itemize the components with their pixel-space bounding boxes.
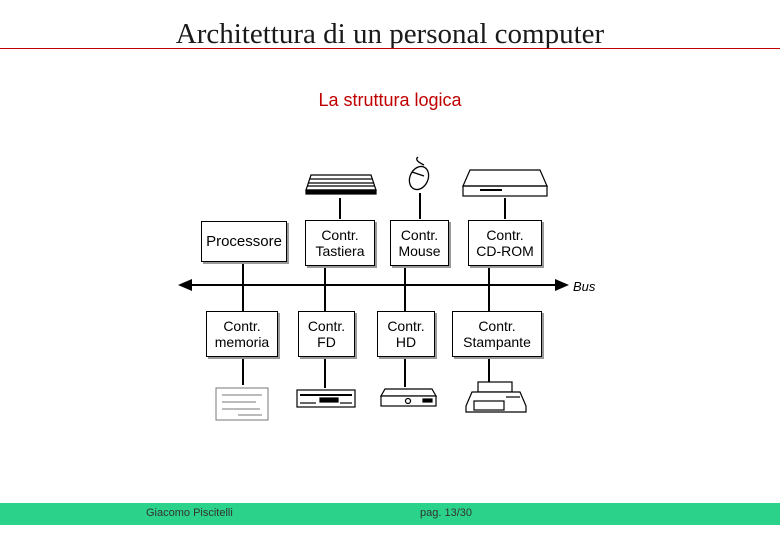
system-bus — [178, 279, 569, 291]
title-divider — [0, 48, 780, 49]
slide-subtitle: La struttura logica — [318, 90, 462, 110]
footer-author: Giacomo Piscitelli — [146, 507, 233, 519]
memory-controller-label-2: memoria — [214, 334, 270, 350]
printer-icon — [465, 381, 527, 413]
keyboard-controller-box: Contr. Tastiera — [305, 220, 375, 266]
hard-disk-icon — [379, 388, 438, 407]
fd-controller-label-2: FD — [317, 334, 336, 350]
floppy-drive-icon — [296, 389, 356, 408]
memory-controller-label-1: Contr. — [223, 318, 261, 334]
processor-box: Processore — [201, 221, 287, 262]
keyboard-controller-label-2: Tastiera — [315, 243, 365, 259]
mouse-controller-label-1: Contr. — [400, 227, 439, 243]
keyboard-icon — [305, 174, 377, 195]
printer-controller-label-1: Contr. — [478, 318, 516, 334]
footer-bar — [0, 503, 780, 525]
cdrom-controller-box: Contr. CD-ROM — [468, 220, 542, 266]
fd-controller-box: Contr. FD — [298, 311, 355, 357]
memory-controller-box: Contr. memoria — [206, 311, 278, 357]
mouse-controller-box: Contr. Mouse — [390, 220, 449, 266]
slide-title: Architettura di un personal computer — [175, 18, 605, 50]
cdrom-controller-label-2: CD-ROM — [476, 243, 534, 259]
bus-label: Bus — [573, 279, 596, 294]
footer-page-number: pag. 13/30 — [420, 507, 472, 519]
hd-controller-label-2: HD — [395, 334, 417, 350]
bus-arrow-right — [555, 279, 569, 291]
memory-chip-icon — [215, 387, 269, 421]
mouse-controller-label-2: Mouse — [398, 243, 441, 259]
cdrom-controller-label-1: Contr. — [486, 227, 524, 243]
cdrom-drive-icon — [462, 169, 548, 197]
fd-controller-label-1: Contr. — [307, 318, 346, 334]
processor-label: Processore — [206, 232, 282, 250]
printer-controller-label-2: Stampante — [463, 334, 531, 350]
bus-arrow-left — [178, 279, 192, 291]
hd-controller-box: Contr. HD — [377, 311, 435, 357]
printer-controller-box: Contr. Stampante — [452, 311, 542, 357]
hd-controller-label-1: Contr. — [387, 318, 425, 334]
keyboard-controller-label-1: Contr. — [321, 227, 359, 243]
mouse-icon — [408, 156, 430, 191]
